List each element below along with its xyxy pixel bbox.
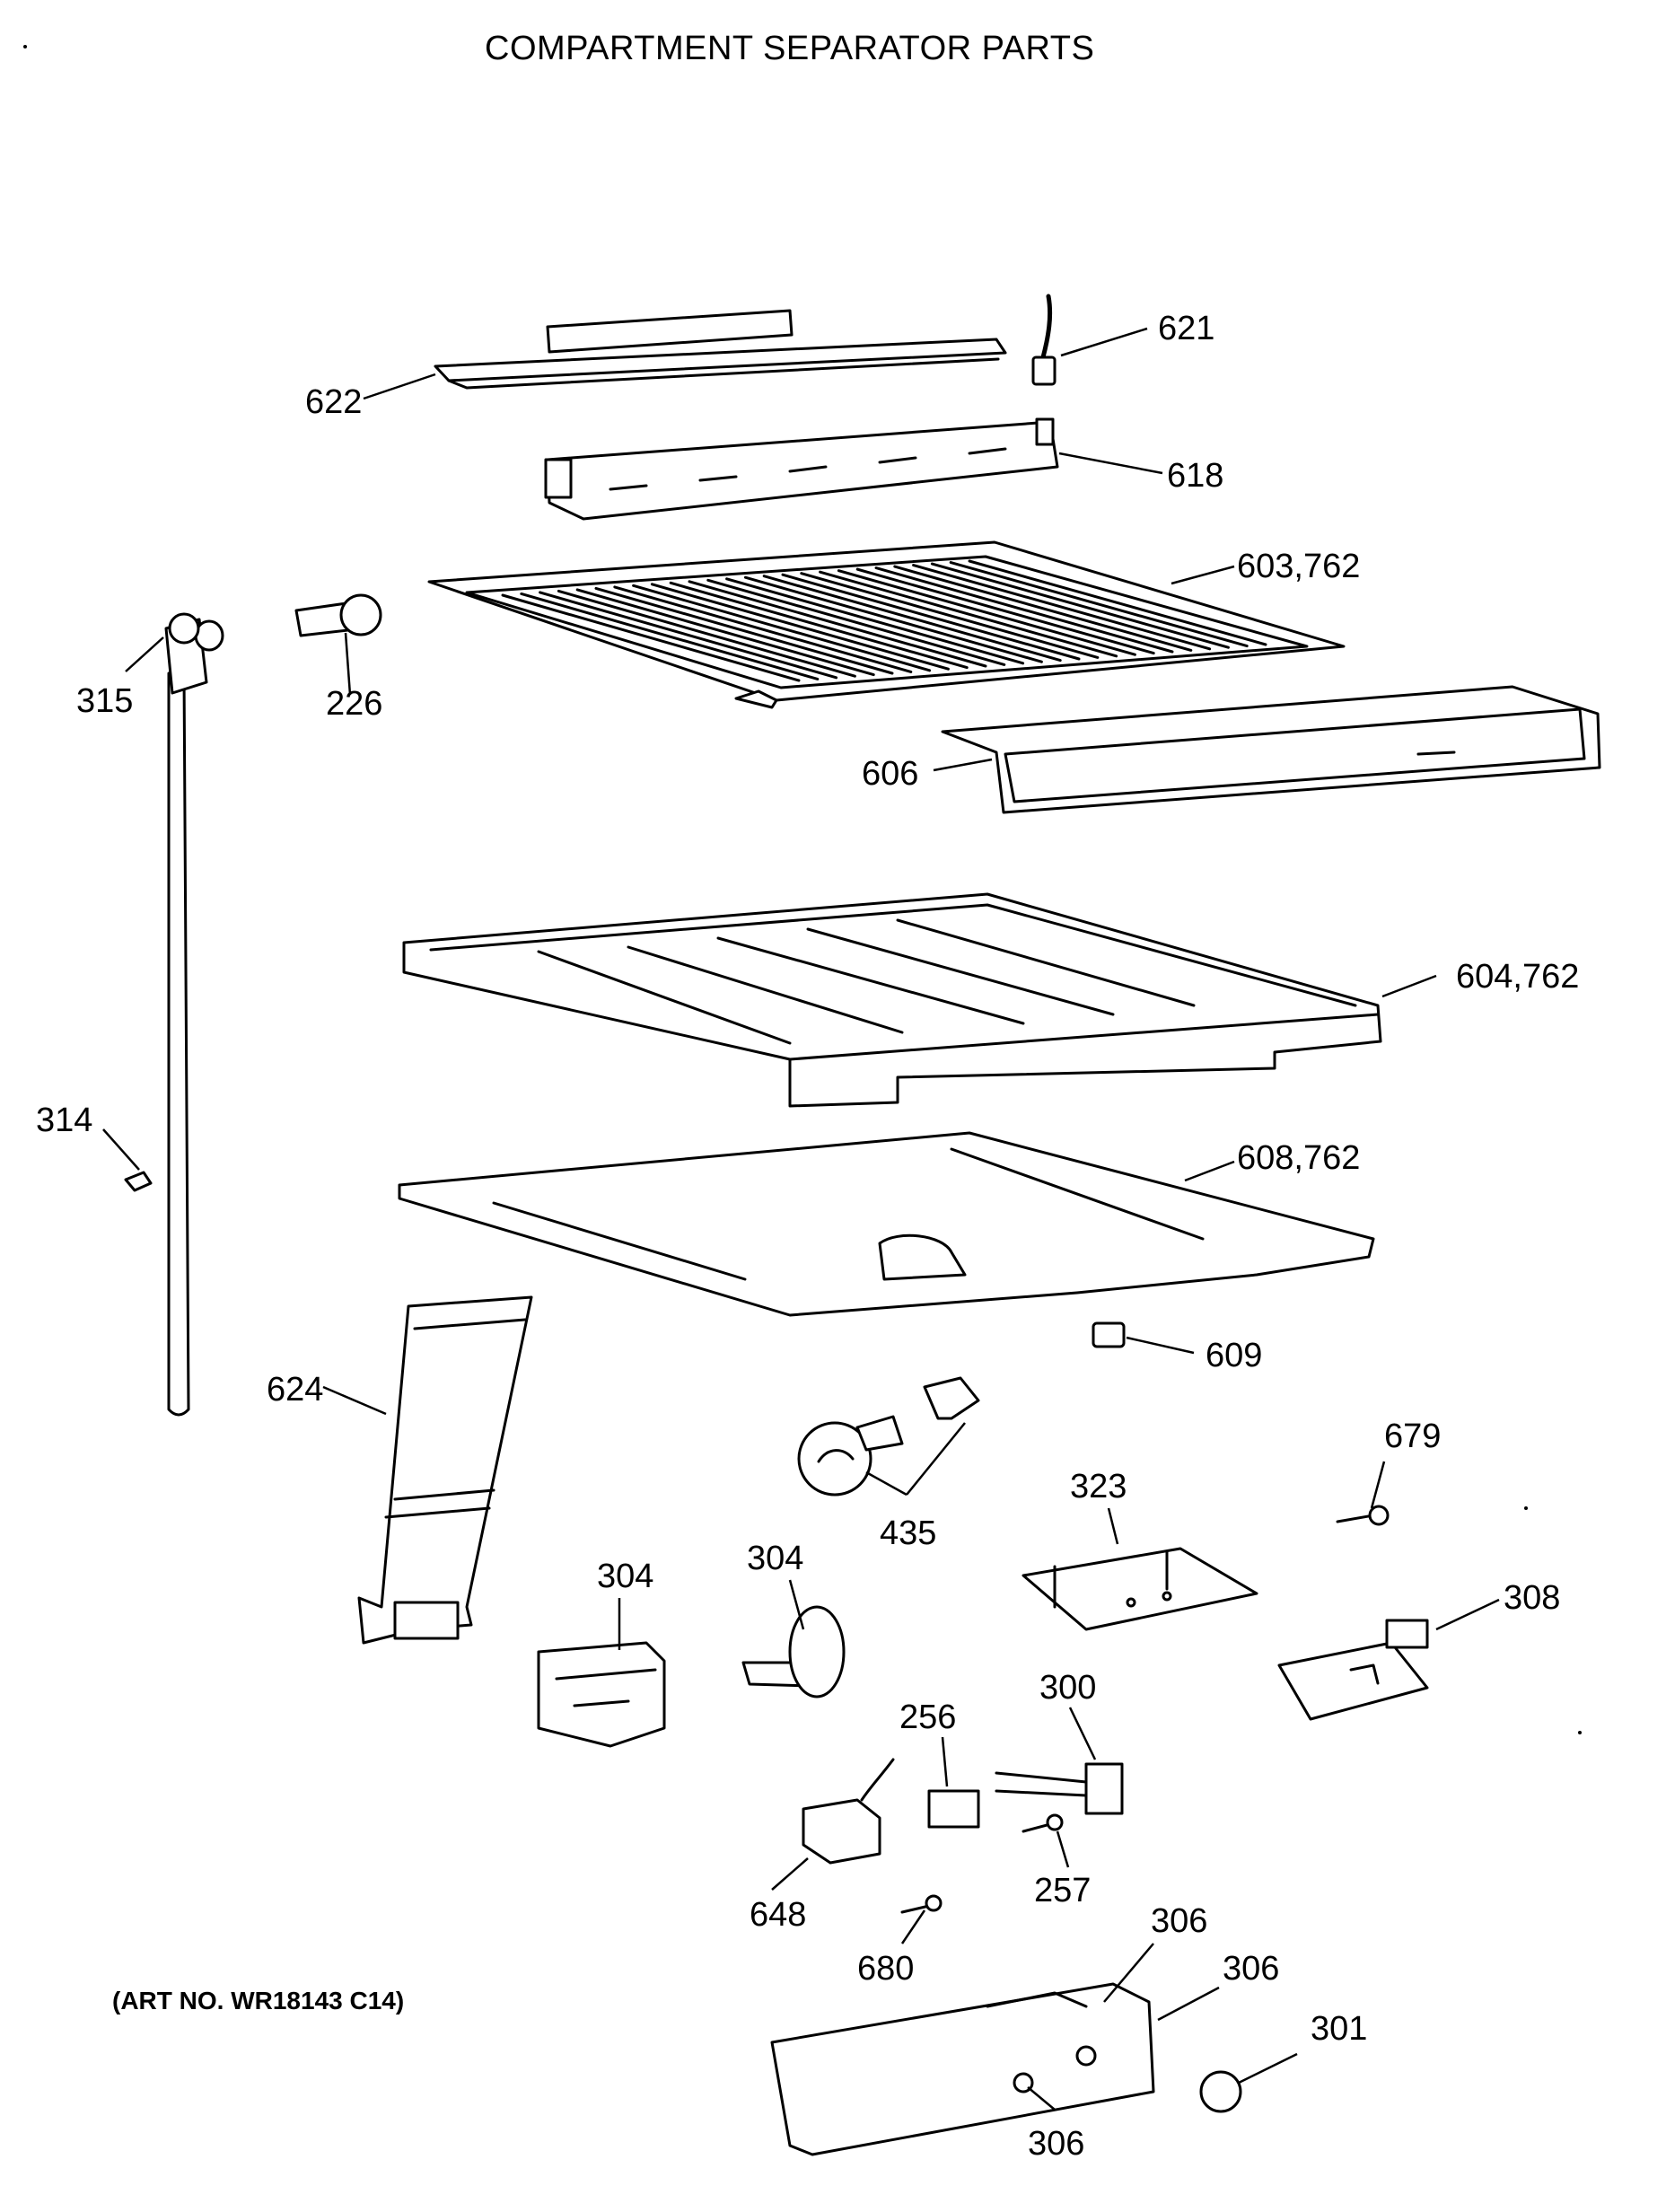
part-603-shelf	[427, 540, 1346, 709]
shelf-grille-bar	[874, 566, 1174, 654]
callout-648: 648	[750, 1896, 806, 1934]
callout-315: 315	[76, 682, 133, 720]
shelf-grille-bar	[650, 583, 950, 671]
callout-604-762: 604,762	[1456, 958, 1579, 996]
part-618-bracket	[544, 417, 1059, 521]
callout-608-762: 608,762	[1237, 1139, 1360, 1177]
leader-lines	[102, 327, 1500, 2111]
part-648-relay	[802, 1758, 895, 1865]
callout-300: 300	[1039, 1669, 1096, 1707]
shelf-grille-bar	[968, 559, 1267, 646]
shelf-grille-bar	[930, 562, 1230, 649]
callout-622: 622	[305, 383, 362, 421]
diagram-title: COMPARTMENT SEPARATOR PARTS	[485, 30, 1094, 67]
callout-680: 680	[857, 1950, 914, 1988]
shelf-grille-bar	[837, 569, 1136, 656]
shelf-grille-bar	[520, 592, 820, 680]
shelf-grille-bar	[632, 584, 932, 672]
part-608-cover	[398, 1131, 1375, 1317]
callout-435: 435	[880, 1514, 936, 1552]
part-621-sensor	[1031, 294, 1057, 386]
part-680-screw	[900, 1894, 943, 1914]
callout-306-top: 306	[1151, 1902, 1207, 1940]
shelf-grille-bar	[688, 580, 987, 668]
part-323-housing	[1022, 1547, 1258, 1631]
callout-226: 226	[326, 685, 382, 723]
callout-609: 609	[1206, 1337, 1262, 1374]
part-256-switch	[927, 1789, 980, 1829]
part-604-separator	[402, 892, 1382, 1108]
shelf-grille-bar	[613, 585, 913, 673]
callout-306-mid: 306	[1223, 1950, 1279, 1988]
shelf-grille-bar	[893, 565, 1193, 652]
callout-306-bottom: 306	[1028, 2125, 1084, 2163]
shelf-grille-bar	[743, 575, 1043, 663]
part-622-cover	[434, 309, 1007, 390]
callout-256: 256	[899, 1698, 956, 1736]
callout-621: 621	[1158, 310, 1214, 347]
shelf-grille-bar	[706, 578, 1006, 666]
callout-618: 618	[1167, 457, 1223, 495]
callout-679: 679	[1384, 1418, 1441, 1455]
shelf-grille-bar	[819, 570, 1118, 658]
shelf-grille-bar	[949, 561, 1249, 648]
callout-301: 301	[1311, 2010, 1367, 2048]
part-315-hinge	[164, 612, 224, 695]
scan-dot	[1524, 1506, 1528, 1510]
callout-624: 624	[267, 1371, 323, 1409]
art-number: (ART NO. WR18143 C14)	[112, 1987, 404, 2014]
shelf-grille-bar	[912, 564, 1212, 651]
callout-257: 257	[1034, 1872, 1091, 1909]
shelf-grille-bar	[669, 581, 969, 670]
shelf-grille-bar	[539, 591, 838, 680]
part-304-block	[537, 1641, 666, 1748]
callout-304-center: 304	[747, 1540, 803, 1577]
scan-dot	[23, 45, 27, 48]
part-226-pin	[294, 593, 382, 637]
callout-308: 308	[1504, 1579, 1560, 1617]
shelf-grille-bar	[725, 577, 1025, 665]
callout-304-left: 304	[597, 1558, 653, 1595]
part-606-trim	[941, 685, 1601, 814]
part-679-screw	[1336, 1505, 1390, 1526]
part-301-knob	[1199, 2070, 1242, 2113]
part-306-bracket	[770, 1982, 1155, 2156]
callout-323: 323	[1070, 1468, 1127, 1505]
part-300-switch	[995, 1762, 1124, 1815]
shelf-grille-bar	[575, 588, 875, 677]
part-435-socket	[923, 1376, 980, 1420]
scan-dot	[1578, 1731, 1582, 1734]
shelf-grille-bar	[800, 572, 1100, 659]
shelf-grille-bar	[501, 593, 801, 682]
part-304-dial	[741, 1605, 846, 1698]
callout-603-762: 603,762	[1237, 548, 1360, 585]
shelf-grille-bar	[594, 586, 894, 675]
shelf-grille-bar	[855, 567, 1155, 655]
shelf-grille-bar	[557, 589, 856, 678]
part-314-clip	[124, 1171, 153, 1192]
shelf-grille-bar	[781, 573, 1081, 661]
part-435-lamp	[797, 1415, 904, 1497]
callout-606: 606	[862, 755, 918, 793]
shelf-grille-bar	[762, 575, 1062, 663]
callout-314: 314	[36, 1102, 92, 1139]
part-609-clip	[1092, 1321, 1126, 1348]
part-257-screw	[1022, 1813, 1064, 1833]
part-624-duct	[357, 1295, 533, 1645]
part-314-rod	[167, 672, 190, 1417]
part-308-bracket	[1277, 1619, 1429, 1721]
